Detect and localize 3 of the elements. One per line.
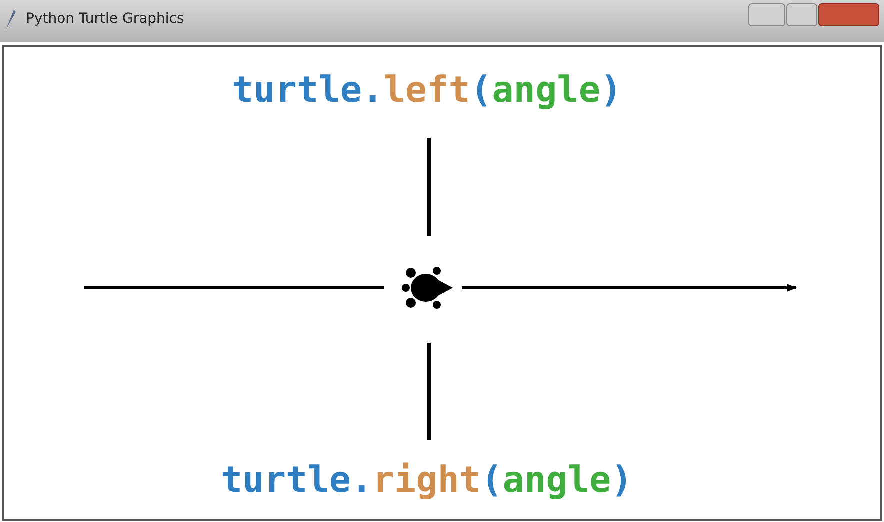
- code-label: turtle.right(angle): [221, 460, 633, 501]
- code-label: turtle.left(angle): [232, 70, 622, 111]
- window-title: Python Turtle Graphics: [26, 11, 184, 27]
